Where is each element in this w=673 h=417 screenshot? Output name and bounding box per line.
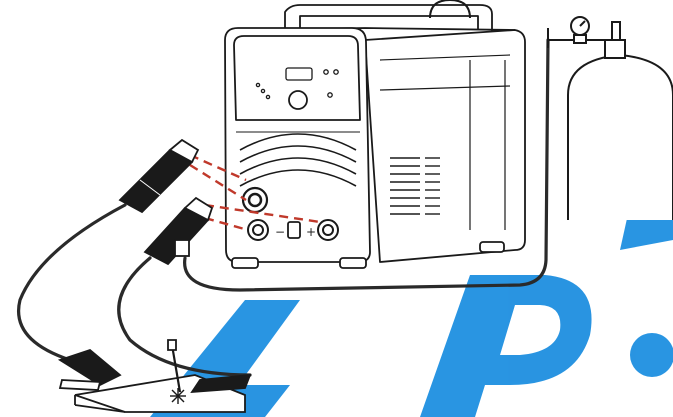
indicator-led [324, 70, 328, 74]
indicator-led [266, 95, 269, 98]
arc-spark-icon [170, 388, 186, 404]
ground-connector-icon [145, 198, 212, 264]
machine-foot [480, 242, 504, 252]
welder-machine-icon [225, 0, 525, 268]
main-knob[interactable] [289, 91, 307, 109]
minus-label: − [275, 225, 285, 239]
indicator-led [334, 70, 338, 74]
digital-display [286, 68, 312, 80]
indicator-led [328, 93, 332, 97]
machine-foot [340, 258, 366, 268]
indicator-led [256, 83, 259, 86]
watermark-shape-p [420, 275, 592, 417]
plus-label: + [306, 225, 316, 239]
torch-cable [19, 205, 125, 360]
indicator-led [261, 89, 264, 92]
machine-foot [232, 258, 258, 268]
watermark-dot [630, 333, 673, 377]
ground-clamp-icon [60, 350, 120, 390]
machine-side-panel [365, 30, 525, 262]
gas-cylinder-icon [548, 17, 673, 220]
torch-connector-icon [120, 140, 198, 212]
gas-outlet-icon[interactable] [288, 222, 300, 238]
